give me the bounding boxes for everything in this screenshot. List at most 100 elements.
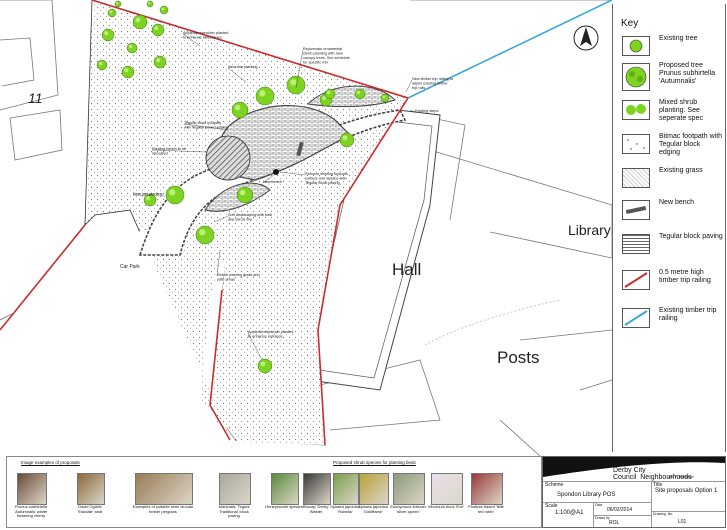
example-caption: Viburnum tinus 'Eve' (427, 504, 465, 509)
example-caption: Marshalls 'Tegula Traditional' block pav… (218, 504, 250, 518)
tree-icon (339, 132, 355, 148)
shrub-icon (622, 100, 650, 120)
example-photo (271, 473, 299, 505)
annotation-leader (151, 149, 207, 153)
tree-icon (257, 358, 273, 374)
tree-icon (121, 65, 135, 79)
key-item: Mixed shrub planting. See seperate spec (619, 96, 723, 136)
example-photo (359, 473, 389, 505)
tree-highlight (259, 90, 266, 97)
tree-group (96, 0, 390, 374)
annotation-leader (213, 215, 229, 223)
example-caption: Prunus subhirtella 'Autumnalis' winter f… (14, 504, 48, 518)
proposed-tree-icon (622, 63, 650, 91)
tree-icon (101, 28, 115, 42)
svg-text:N: N (583, 36, 587, 42)
annotation-leader (227, 67, 247, 83)
bench-icon (296, 141, 304, 157)
example-photo (135, 473, 193, 505)
tree-highlight (342, 135, 348, 141)
scheme-value: Spondon Library POS (557, 492, 616, 498)
annotation-leader (216, 249, 221, 277)
tree-highlight (146, 196, 151, 201)
blue-railing-icon (622, 308, 650, 328)
tree-icon (231, 101, 249, 119)
tree-icon (107, 8, 117, 18)
key-item: Existing timber trip railing (619, 304, 723, 344)
example-photo (219, 473, 251, 505)
key-item: Existing grass (619, 164, 723, 204)
hall-label: Hall (392, 260, 421, 279)
officer: Cllr. P. Robinson (668, 475, 694, 479)
key-item: Bitmac footpath with Tegular block edgin… (619, 130, 723, 170)
annotation-leader (405, 79, 413, 93)
tree-icon (354, 88, 366, 100)
annotation-leader (262, 171, 279, 184)
tree-icon (380, 93, 390, 103)
tree-highlight (124, 68, 129, 73)
tree-icon (132, 14, 148, 30)
tree-highlight (148, 2, 151, 5)
strip-heading-left: Image examples of proposals (21, 460, 80, 465)
tree-highlight (322, 96, 327, 101)
tree-highlight (161, 7, 165, 11)
example-caption: Spiraea japonica 'Goldflame' (358, 504, 388, 514)
tree-highlight (128, 44, 133, 49)
key-item: Tegular block paving (619, 230, 723, 270)
tree-highlight (199, 229, 206, 236)
key-panel: Key Existing tree Proposed tree Prunus s… (612, 4, 726, 452)
annotation-leader (132, 194, 166, 197)
tree-icon (236, 186, 254, 204)
drawing-value: L01 (678, 519, 687, 525)
bitmac-icon (622, 134, 650, 154)
existing-tree-icon (622, 36, 650, 56)
tree-icon (126, 42, 138, 54)
new-bench-marker (273, 169, 279, 175)
key-title: Key (621, 18, 639, 29)
scale-value: 1:100@A1 (555, 510, 584, 516)
strip-heading-right: Proposed shrub species for planting beds (333, 460, 416, 465)
council-logo (543, 457, 725, 477)
tree-highlight (135, 17, 141, 23)
tree-icon (255, 86, 275, 106)
tree-highlight (356, 90, 361, 95)
site-plan: N 11 Hall Library Posts Car Park Apple/A… (0, 0, 612, 456)
key-item: Existing tree (619, 32, 723, 72)
example-photo (77, 473, 105, 505)
new-railing (91, 0, 410, 446)
key-item: Proposed tree Prunus subhirtella 'Autumn… (619, 59, 723, 99)
organisation: Derby City Council Neighbourhoods (613, 467, 692, 481)
date-value: 06/02/2014 (607, 507, 633, 513)
tree-icon (195, 225, 215, 245)
paving-icon (622, 234, 650, 254)
dashed-boundary (424, 299, 561, 346)
tree-highlight (234, 104, 241, 111)
grass-icon (622, 168, 650, 188)
example-caption: Euonymous fortunei 'silver queen' (390, 504, 426, 514)
example-photo (471, 473, 503, 505)
annotation-leader (247, 332, 263, 361)
posts-label: Posts (497, 348, 540, 367)
plot-number: 11 (28, 90, 43, 106)
annotation-text: New bench (263, 180, 282, 184)
tree-icon (286, 75, 306, 95)
example-caption: Spiraea japonica 'Rubella' (330, 504, 360, 514)
image-examples-strip: Image examples of proposals Proposed shr… (6, 456, 542, 528)
title-block: Derby City Council Neighbourhoods Cllr. … (542, 456, 726, 528)
tree-icon (324, 88, 336, 100)
example-caption: Photinia fraseri 'little red robin' (468, 504, 504, 514)
annotation-leader (409, 109, 416, 113)
example-photo (393, 473, 425, 505)
tree-icon (151, 23, 165, 37)
annotation-leader (295, 49, 304, 89)
example-caption: Examples of suitable semi circular timbe… (132, 504, 194, 514)
annotation-leader (183, 123, 229, 131)
example-photo (17, 473, 47, 505)
